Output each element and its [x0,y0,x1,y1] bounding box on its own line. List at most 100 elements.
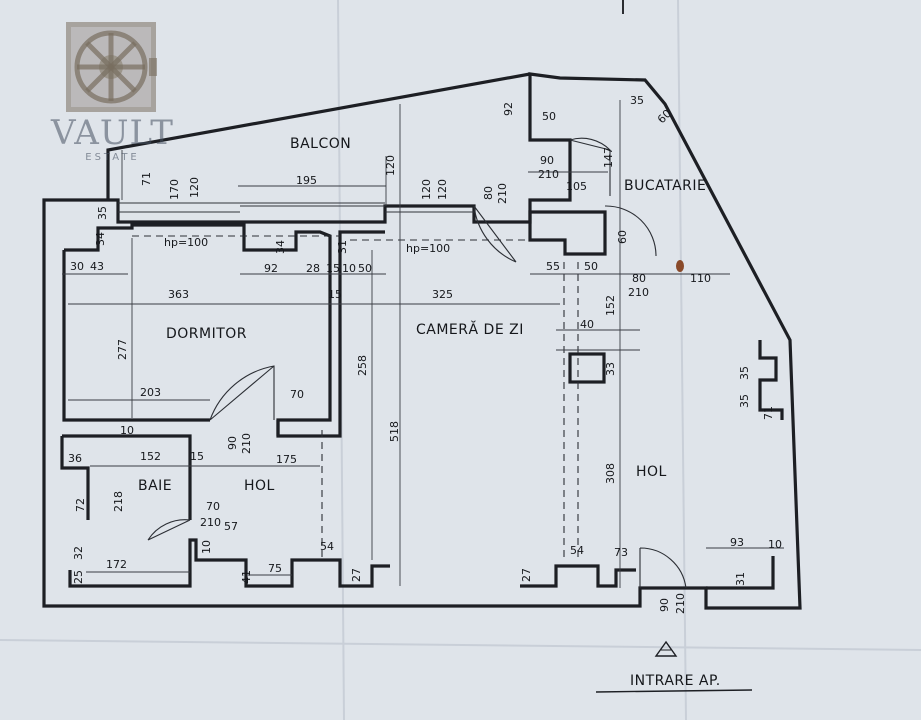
dim-label: 10 [200,540,213,554]
dashed-lines [132,235,579,560]
dim-label: 71 [140,172,153,186]
dim-label: 30 [70,260,84,273]
dim-label: 31 [734,572,747,586]
dim-label: 40 [580,318,594,331]
dim-label: 54 [570,544,584,557]
dim-label: 277 [116,339,129,360]
dim-label: 28 [306,262,320,275]
outer-wall [42,72,802,610]
dim-label: 210 [674,593,687,614]
room-label-hol-right: HOL [636,464,667,480]
door-kitchen [569,137,611,196]
dim-label: 80 [632,272,646,285]
dim-label: 105 [566,180,587,193]
dimension-lines [62,100,784,588]
dim-label: 54 [320,540,334,553]
dim-label: 27 [520,568,533,582]
dim-label: 120 [384,155,397,176]
walls [42,72,802,610]
annotation-hp-right: hp=100 [406,242,450,255]
dim-label: 210 [538,168,559,181]
dim-label: 60 [655,107,674,126]
dim-label: 210 [240,433,253,454]
dim-label: 43 [90,260,104,273]
dim-label: 25 [72,570,85,584]
dim-label: 10 [768,538,782,551]
room-label-camera-de-zi: CAMERĂ DE ZI [416,320,524,338]
dim-label: 195 [296,174,317,187]
dim-label: 90 [226,436,239,450]
dim-label: 147 [602,147,615,168]
dim-label: 32 [72,546,85,560]
dim-label: 33 [604,362,617,376]
room-label-baie: BAIE [138,478,172,494]
dim-label: 50 [358,262,372,275]
dim-label: 172 [106,558,127,571]
vault-logo-icon [66,22,157,112]
door-bath [147,519,191,541]
door-kitchen-hall [604,205,657,257]
dim-label: 72 [74,498,87,512]
dim-label: 34 [274,240,287,254]
doors [147,137,687,589]
dim-label: 35 [738,366,751,380]
door-balcony [473,205,517,263]
room-labels: BALCON BUCATARIE DORMITOR CAMERĂ DE ZI B… [138,136,721,689]
dim-label: 93 [730,536,744,549]
dim-label: 110 [690,272,711,285]
room-label-hol-left: HOL [244,478,275,494]
dim-label: 15 [328,288,342,301]
dim-label: 152 [604,295,617,316]
bedroom-inner-wall [64,223,385,438]
dim-label: 31 [336,240,349,254]
column [568,352,606,384]
dim-label: 325 [432,288,453,301]
dim-label: 518 [388,421,401,442]
dim-label: 55 [546,260,560,273]
dim-label: 60 [616,230,629,244]
dim-label: 308 [604,463,617,484]
dim-label: 35 [738,394,751,408]
dim-label: 70 [290,388,304,401]
dim-label: 120 [420,179,433,200]
dim-label: 35 [630,94,644,107]
annotation-hp-left: hp=100 [164,236,208,249]
room-label-dormitor: DORMITOR [166,326,247,342]
dimension-labels: 92 71 170 120 195 120 120 120 80 210 50 … [68,94,782,614]
room-label-intrare: INTRARE AP. [630,673,721,689]
room-label-balcon: BALCON [290,136,351,152]
dim-label: 258 [356,355,369,376]
dim-label: 70 [206,500,220,513]
dim-label: 80 [482,186,495,200]
dim-label: 210 [496,183,509,204]
door-entrance [639,547,687,589]
dim-label: 92 [264,262,278,275]
dim-label: 75 [268,562,282,575]
dim-label: 90 [540,154,554,167]
dim-label: 50 [584,260,598,273]
dim-label: 34 [94,232,107,246]
dim-label: 57 [224,520,238,533]
dim-label: 36 [68,452,82,465]
dim-label: 27 [350,568,363,582]
dim-label: 41 [240,570,253,584]
dim-label: 10 [120,424,134,437]
dim-label: 210 [200,516,221,529]
dim-label: 210 [628,286,649,299]
brand-tagline: ESTATE [85,152,140,163]
brand-name: VAULT [51,113,174,153]
dim-label: 203 [140,386,161,399]
dim-label: 175 [276,453,297,466]
dim-label: 170 [168,179,181,200]
entrance-arrow [595,640,753,693]
dim-label: 120 [436,179,449,200]
dim-label: 10 [342,262,356,275]
dim-label: 218 [112,491,125,512]
dim-label: 71 [762,406,775,420]
room-label-bucatarie: BUCATARIE [624,178,706,194]
balcony-rail [106,72,531,200]
dim-label: 152 [140,450,161,463]
dim-label: 120 [188,177,201,198]
dim-label: 90 [658,598,671,612]
